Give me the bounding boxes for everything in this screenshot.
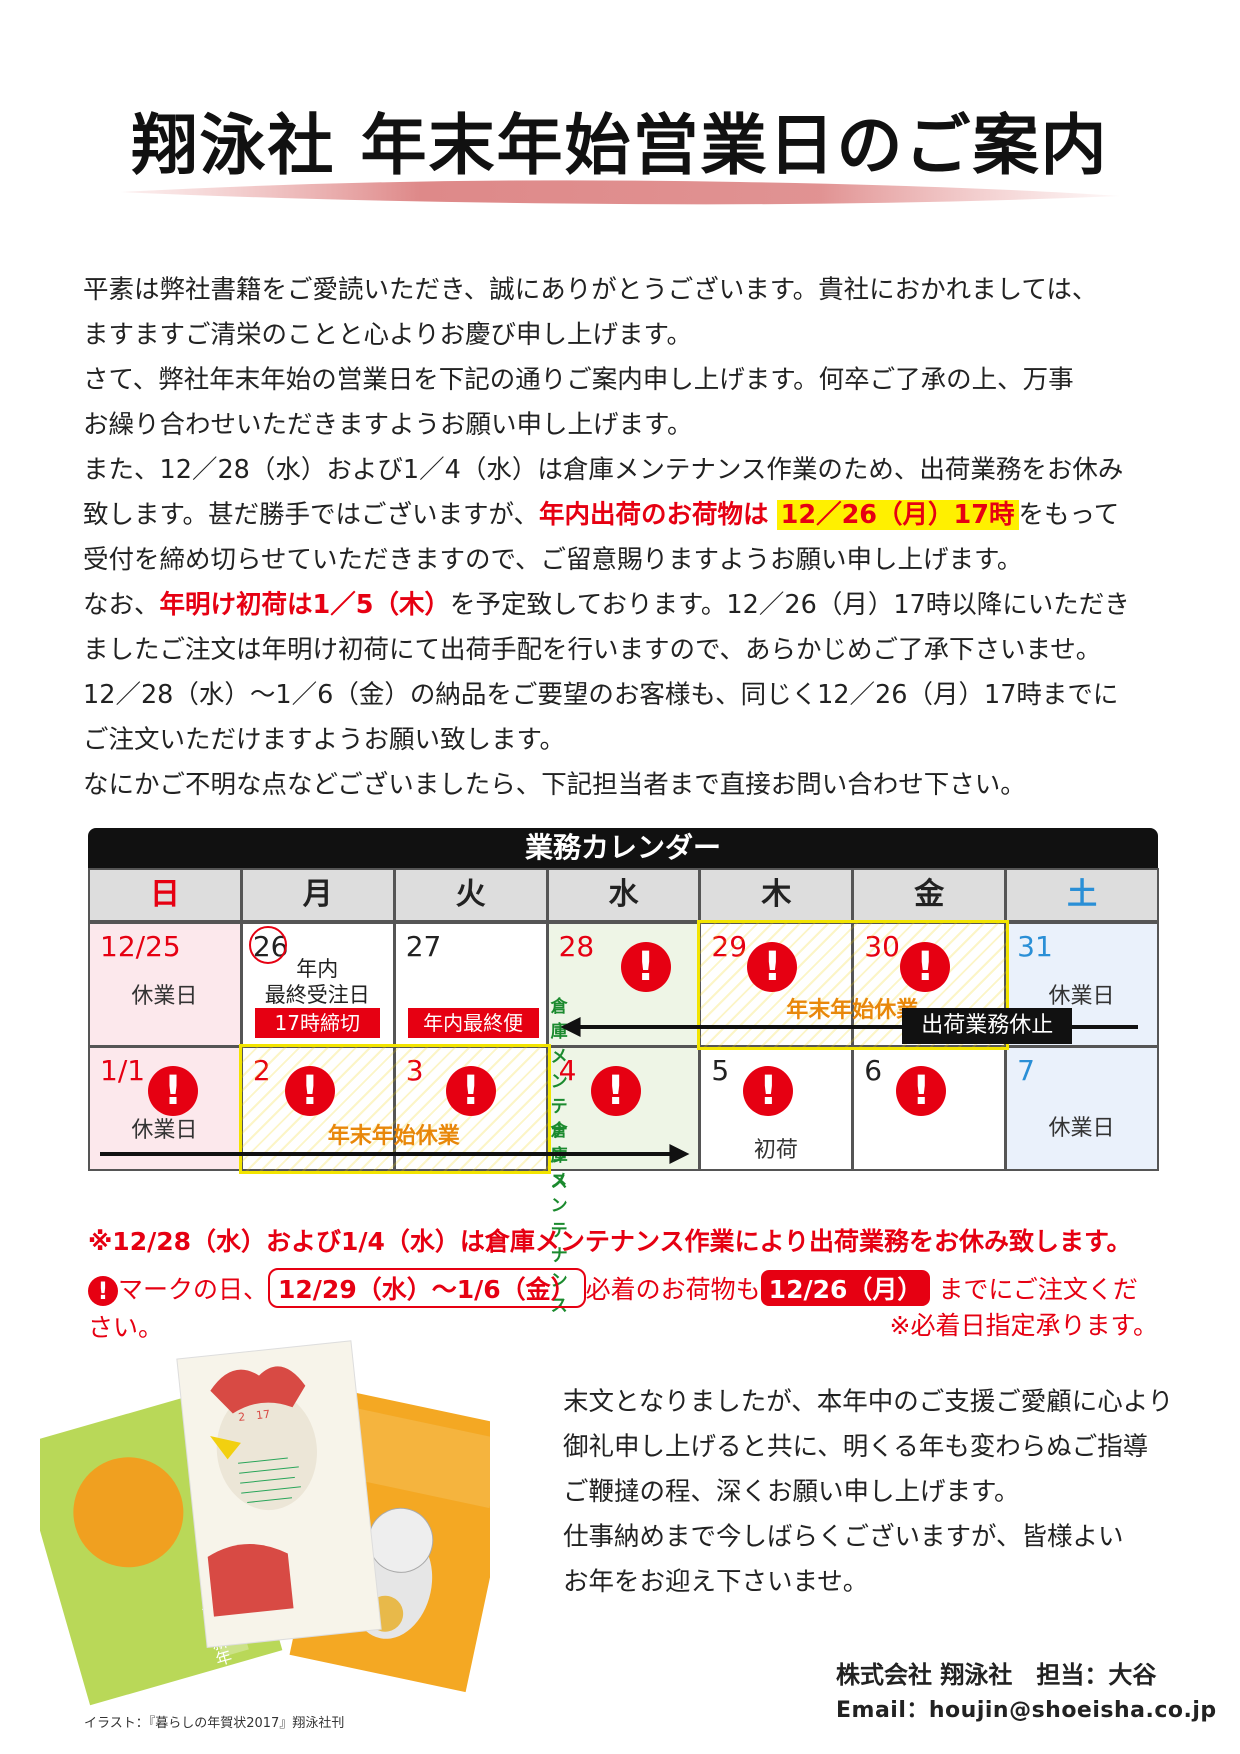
deadline-emphasis: 年内出荷のお荷物は xyxy=(538,500,769,530)
shipping-stop-tag: 出荷業務休止 xyxy=(902,1008,1073,1044)
text-span: をもって xyxy=(1018,500,1120,530)
day-number: 28 xyxy=(558,930,595,963)
weekday-header: 月 xyxy=(240,868,395,922)
intro-line: 平素は弊社書籍をご愛読いただき、誠にありがとうございます。貴社におかれましては、 xyxy=(83,275,1098,305)
closing-message: 末文となりましたが、本年中のご支援ご愛顧に心より 御礼申し上げると共に、明くる年… xyxy=(563,1380,1183,1605)
intro-line: 受付を締め切らせていただきますので、ご留意賜りますようお願い申し上げます。 xyxy=(83,545,1023,575)
first-shipment-emphasis: 年明け初荷は1／5（木） xyxy=(159,590,451,620)
exclamation-icon: ! xyxy=(88,1276,118,1306)
closing-line: 御礼申し上げると共に、明くる年も変わらぬご指導 xyxy=(563,1432,1149,1462)
deadline-pill: 12/26（月） xyxy=(760,1270,931,1306)
calendar-day-cell: 12/25 xyxy=(88,922,242,1047)
weekday-header: 木 xyxy=(699,868,854,922)
calendar-day-cell: 28 xyxy=(546,922,701,1047)
cutoff-tag: 17時締切 xyxy=(254,1008,380,1038)
first-shipment-label: 初荷 xyxy=(753,1138,798,1163)
weekday-header: 金 xyxy=(852,868,1007,922)
today-circle xyxy=(248,926,287,964)
holiday-range-label: 年末年始休業 xyxy=(786,998,919,1023)
day-number: 4 xyxy=(558,1054,577,1087)
intro-text: 平素は弊社書籍をご愛読いただき、誠にありがとうございます。貴社におかれましては、… xyxy=(83,268,1163,808)
note-delivery-date: ※必着日指定承ります。 xyxy=(889,1311,1158,1340)
weekday-header: 水 xyxy=(546,868,701,922)
exclamation-icon: ! xyxy=(445,1066,496,1116)
closing-line: お年をお迎え下さいませ。 xyxy=(563,1567,869,1597)
day-number: 7 xyxy=(1017,1054,1035,1087)
day-number: 3 xyxy=(406,1054,424,1087)
intro-line: ますますご清栄のことと心よりお慶び申し上げます。 xyxy=(83,320,692,350)
calendar-day-cell: 7 xyxy=(1005,1046,1159,1171)
holiday-label: 休業日 xyxy=(131,984,198,1009)
intro-line: お繰り合わせいただきますようお願い申し上げます。 xyxy=(83,410,693,440)
day-number: 12/25 xyxy=(100,930,181,963)
calendar-title: 業務カレンダー xyxy=(88,828,1158,868)
day-number: 30 xyxy=(864,930,900,963)
day-number: 1/1 xyxy=(100,1054,146,1087)
maintenance-label: 倉庫メンテナンス xyxy=(550,1121,568,1316)
card-text: 2 17 xyxy=(238,1408,271,1424)
holiday-label: 休業日 xyxy=(1048,984,1115,1009)
year-end-holiday-range xyxy=(238,1044,551,1174)
intro-line: なお、年明け初荷は1／5（木）を予定致しております。12／26（月）17時以降に… xyxy=(83,583,1163,628)
text-span: マークの日、 xyxy=(118,1275,269,1304)
exclamation-icon: ! xyxy=(620,942,671,992)
deadline-highlight: 12／26（月）17時 xyxy=(776,500,1019,530)
maintenance-label: 倉庫メンテナンス xyxy=(550,997,568,1192)
day-number: 5 xyxy=(711,1054,730,1087)
illustration-credit: イラスト：『暮らしの年賀状2017』翔泳社刊 xyxy=(84,1716,345,1731)
intro-line: ご注文いただけますようお願い致します。 xyxy=(83,725,565,755)
text-span: までにご注文ください。 xyxy=(88,1275,1138,1342)
new-year-card-illustrations: 謹賀新年 2 17 xyxy=(40,1340,490,1706)
closing-line: 末文となりましたが、本年中のご支援ご愛顧に心より xyxy=(563,1387,1174,1417)
text-span: 致します。甚だ勝手ではございますが、 xyxy=(83,500,539,530)
exclamation-icon: ! xyxy=(148,1066,198,1116)
intro-line: さて、弊社年末年始の営業日を下記の通りご案内申し上げます。何卒ご了承の上、万事 xyxy=(83,365,1074,395)
date-range-pill: 12/29（水）～1/6（金） xyxy=(268,1268,586,1308)
last-order-label: 年内 最終受注日 xyxy=(264,957,370,1007)
exclamation-icon: ! xyxy=(900,942,951,992)
exclamation-icon: ! xyxy=(743,1066,794,1116)
day-number: 29 xyxy=(711,930,747,963)
exclamation-icon: ! xyxy=(896,1066,947,1116)
intro-line: なにかご不明な点などございましたら、下記担当者まで直接お問い合わせ下さい。 xyxy=(83,770,1026,800)
mandarin-orange-icon xyxy=(73,1457,184,1568)
day-number: 27 xyxy=(405,930,442,963)
intro-line: 12／28（水）～1／6（金）の納品をご要望のお客様も、同じく12／26（月）1… xyxy=(83,680,1119,710)
exclamation-icon: ! xyxy=(590,1066,641,1116)
text-span: 必着のお荷物も xyxy=(585,1275,761,1304)
note-maintenance: ※12/28（水）および1/4（水）は倉庫メンテナンス作業により出荷業務をお休み… xyxy=(88,1227,1132,1256)
weekday-header: 火 xyxy=(393,868,548,922)
last-shipment-tag: 年内最終便 xyxy=(407,1008,539,1038)
exclamation-icon: ! xyxy=(747,942,798,992)
closing-line: ご鞭撻の程、深くお願い申し上げます。 xyxy=(563,1477,1020,1507)
holiday-label: 休業日 xyxy=(1048,1116,1115,1141)
business-calendar: 業務カレンダー 日月火水木金土12/252627282930311/123456… xyxy=(88,828,1159,1316)
intro-line: また、12／28（水）および1／4（水）は倉庫メンテナンス作業のため、出荷業務を… xyxy=(83,455,1124,485)
intro-line: ましたご注文は年明け初荷にて出荷手配を行いますので、あらかじめご了承下さいませ。 xyxy=(83,635,1102,665)
exclamation-icon: ! xyxy=(284,1066,335,1116)
page-title: 翔泳社 年末年始営業日のご案内 xyxy=(131,107,1109,184)
day-number: 2 xyxy=(253,1054,271,1087)
weekday-header: 日 xyxy=(88,868,242,922)
text-span: なお、 xyxy=(83,590,160,620)
intro-line: 致します。甚だ勝手ではございますが、年内出荷のお荷物は 12／26（月）17時を… xyxy=(83,493,1163,538)
contact-email[interactable]: Email：houjin@shoeisha.co.jp xyxy=(836,1698,1217,1723)
weekday-header: 土 xyxy=(1005,868,1159,922)
brush-stroke-decoration xyxy=(120,180,1120,205)
holiday-label: 休業日 xyxy=(131,1118,198,1143)
closing-line: 仕事納めまで今しばらくございますが、皆様よい xyxy=(563,1522,1124,1552)
day-number: 31 xyxy=(1017,930,1053,963)
company-contact: 株式会社 翔泳社 担当：大谷 xyxy=(836,1661,1157,1689)
holiday-range-label: 年末年始休業 xyxy=(327,1124,460,1149)
text-span: を予定致しております。12／26（月）17時以降にいただき xyxy=(450,590,1130,620)
day-number: 6 xyxy=(864,1054,883,1087)
